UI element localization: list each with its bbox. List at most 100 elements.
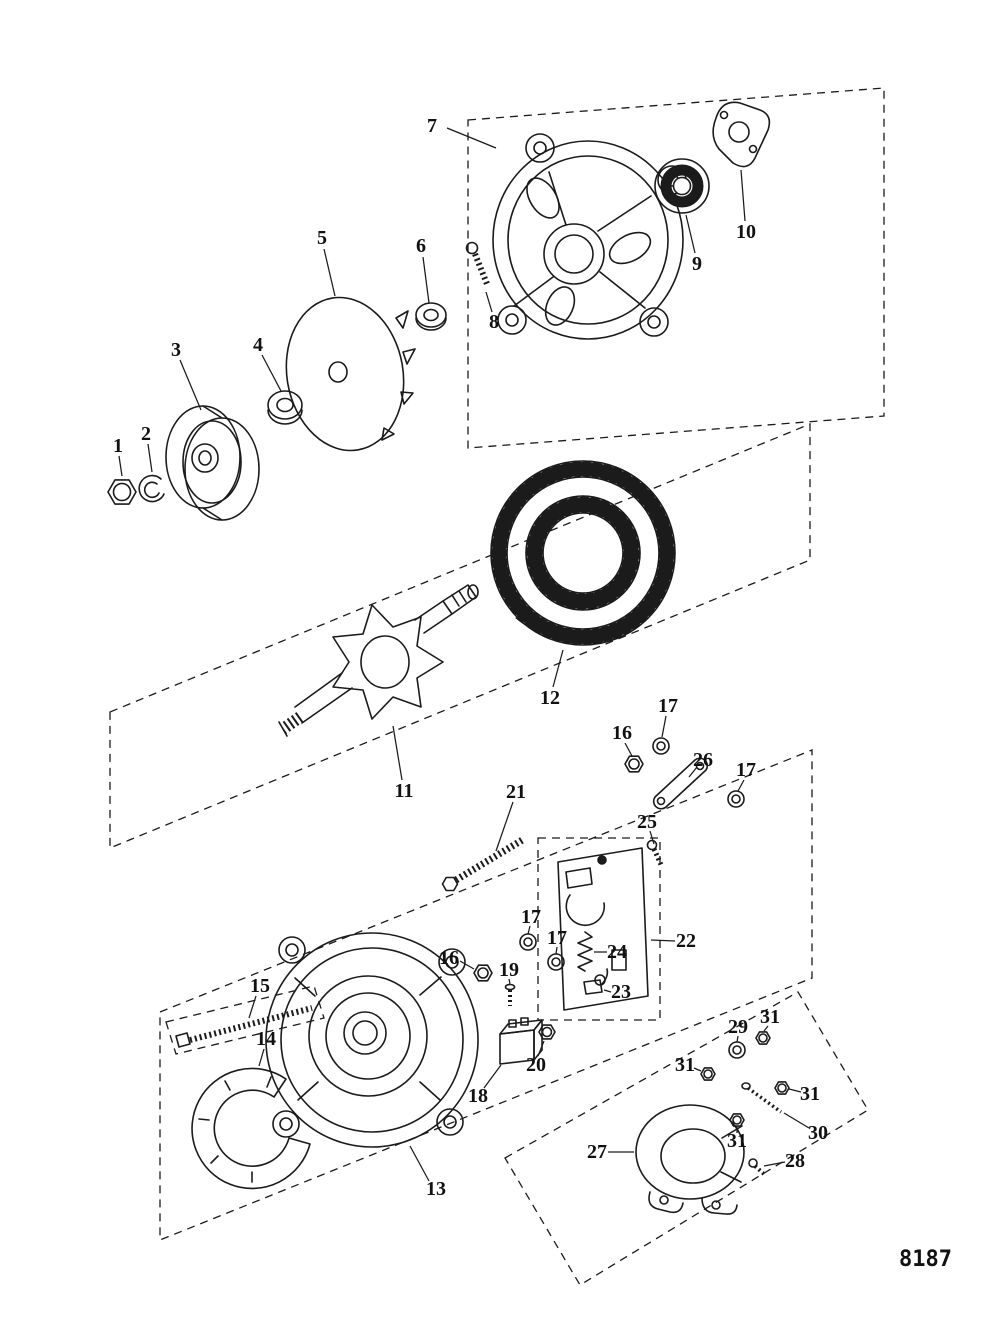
callout-13: 13 [426,1178,446,1200]
part-6-spacer [415,302,447,331]
part-28-screw [748,1158,766,1176]
part-4-collar [267,390,303,425]
callout-17d: 17 [547,927,567,949]
leader-line-13 [409,1145,430,1182]
callout-22: 22 [676,930,696,952]
callout-4: 4 [253,334,263,356]
callout-17a: 17 [658,695,678,717]
part-26-link-strap [652,757,709,810]
leader-line-7 [446,127,497,149]
leader-line-31c [788,1088,802,1093]
leader-line-18 [483,1064,502,1089]
part-17-washer-a [652,737,670,755]
leader-line-23 [603,989,612,993]
leader-line-31b [693,1067,702,1072]
callout-8: 8 [489,311,499,333]
leader-line-26 [688,766,698,778]
callout-12: 12 [540,687,560,709]
callout-16b: 16 [439,947,459,969]
callout-9: 9 [692,253,702,275]
part-15-screw [175,1005,313,1048]
leader-line-14 [258,1048,265,1067]
part-8-screw [465,241,490,286]
callout-31a: 31 [760,1006,780,1028]
leader-line-17c [527,925,531,935]
callout-14: 14 [256,1028,276,1050]
callout-11: 11 [395,780,414,802]
part-17-washer-c [519,933,537,951]
leader-line-22 [650,939,676,942]
leader-line-8 [485,291,493,313]
leader-line-11 [392,725,403,781]
leader-line-29 [736,1035,739,1043]
part-14-baffle-plate [191,1067,311,1190]
part-12-stator [490,460,676,646]
leader-line-15 [248,995,257,1019]
callout-29: 29 [728,1016,748,1038]
group-box-rear-housing [467,87,885,449]
part-31-nut-d [729,1113,745,1127]
group-box-front-housing [159,749,813,1241]
leader-line-19 [508,978,511,985]
part-2-lock-washer [138,474,165,503]
callout-28: 28 [785,1150,805,1172]
part-3-pulley [165,405,260,521]
leader-line-20 [537,1040,545,1057]
leader-line-3 [179,359,202,411]
callout-31c: 31 [800,1083,820,1105]
leader-line-10 [740,169,746,222]
callout-19: 19 [499,959,519,981]
part-7-rear-housing [492,133,687,340]
leader-line-30 [783,1112,810,1129]
leader-line-17d [555,946,558,955]
part-10-retainer-plate [712,101,771,168]
part-31-nut-b [700,1067,716,1081]
callout-30: 30 [808,1122,828,1144]
part-20-nut [538,1024,556,1040]
callout-21: 21 [506,781,526,803]
leader-line-31a [763,1025,769,1032]
part-31-nut-a [755,1031,771,1045]
part-19-screw [504,983,516,1006]
leader-line-17a [661,715,667,738]
part-11-rotor [278,584,479,737]
callout-24: 24 [607,941,627,963]
callout-10: 10 [736,221,756,243]
callout-1: 1 [113,435,123,457]
leader-line-6 [422,256,430,304]
callout-17c: 17 [521,906,541,928]
callout-20: 20 [526,1054,546,1076]
callout-26: 26 [693,749,713,771]
group-box-rotor-stator [109,423,811,849]
group-box-cover [504,991,869,1286]
leader-line-12 [552,649,564,688]
callout-18: 18 [468,1085,488,1107]
callout-17b: 17 [736,759,756,781]
part-23-brush [583,968,609,995]
leader-line-16a [624,742,633,757]
figure-number: 8187 [899,1247,952,1272]
part-5-fan [285,296,416,452]
leader-line-25 [649,830,655,845]
part-27-cover [635,1104,745,1215]
part-21-bolt [441,836,526,892]
callout-31d: 31 [727,1130,747,1152]
part-24-spring [577,931,593,972]
leader-line-9 [685,214,696,254]
leader-line-4 [261,354,282,392]
part-30-screw [741,1082,783,1114]
part-16-nut-upper [624,755,644,773]
part-17-washer-b [727,790,745,808]
part-13-front-housing [265,932,479,1148]
leader-line-21 [495,801,514,852]
callout-16a: 16 [612,722,632,744]
callout-7: 7 [427,115,437,137]
leader-line-16b [459,960,475,970]
callout-31b: 31 [675,1054,695,1076]
leader-line-2 [147,443,153,473]
callout-3: 3 [171,339,181,361]
part-16-nut-lower [473,964,493,982]
leader-line-1 [118,455,123,477]
